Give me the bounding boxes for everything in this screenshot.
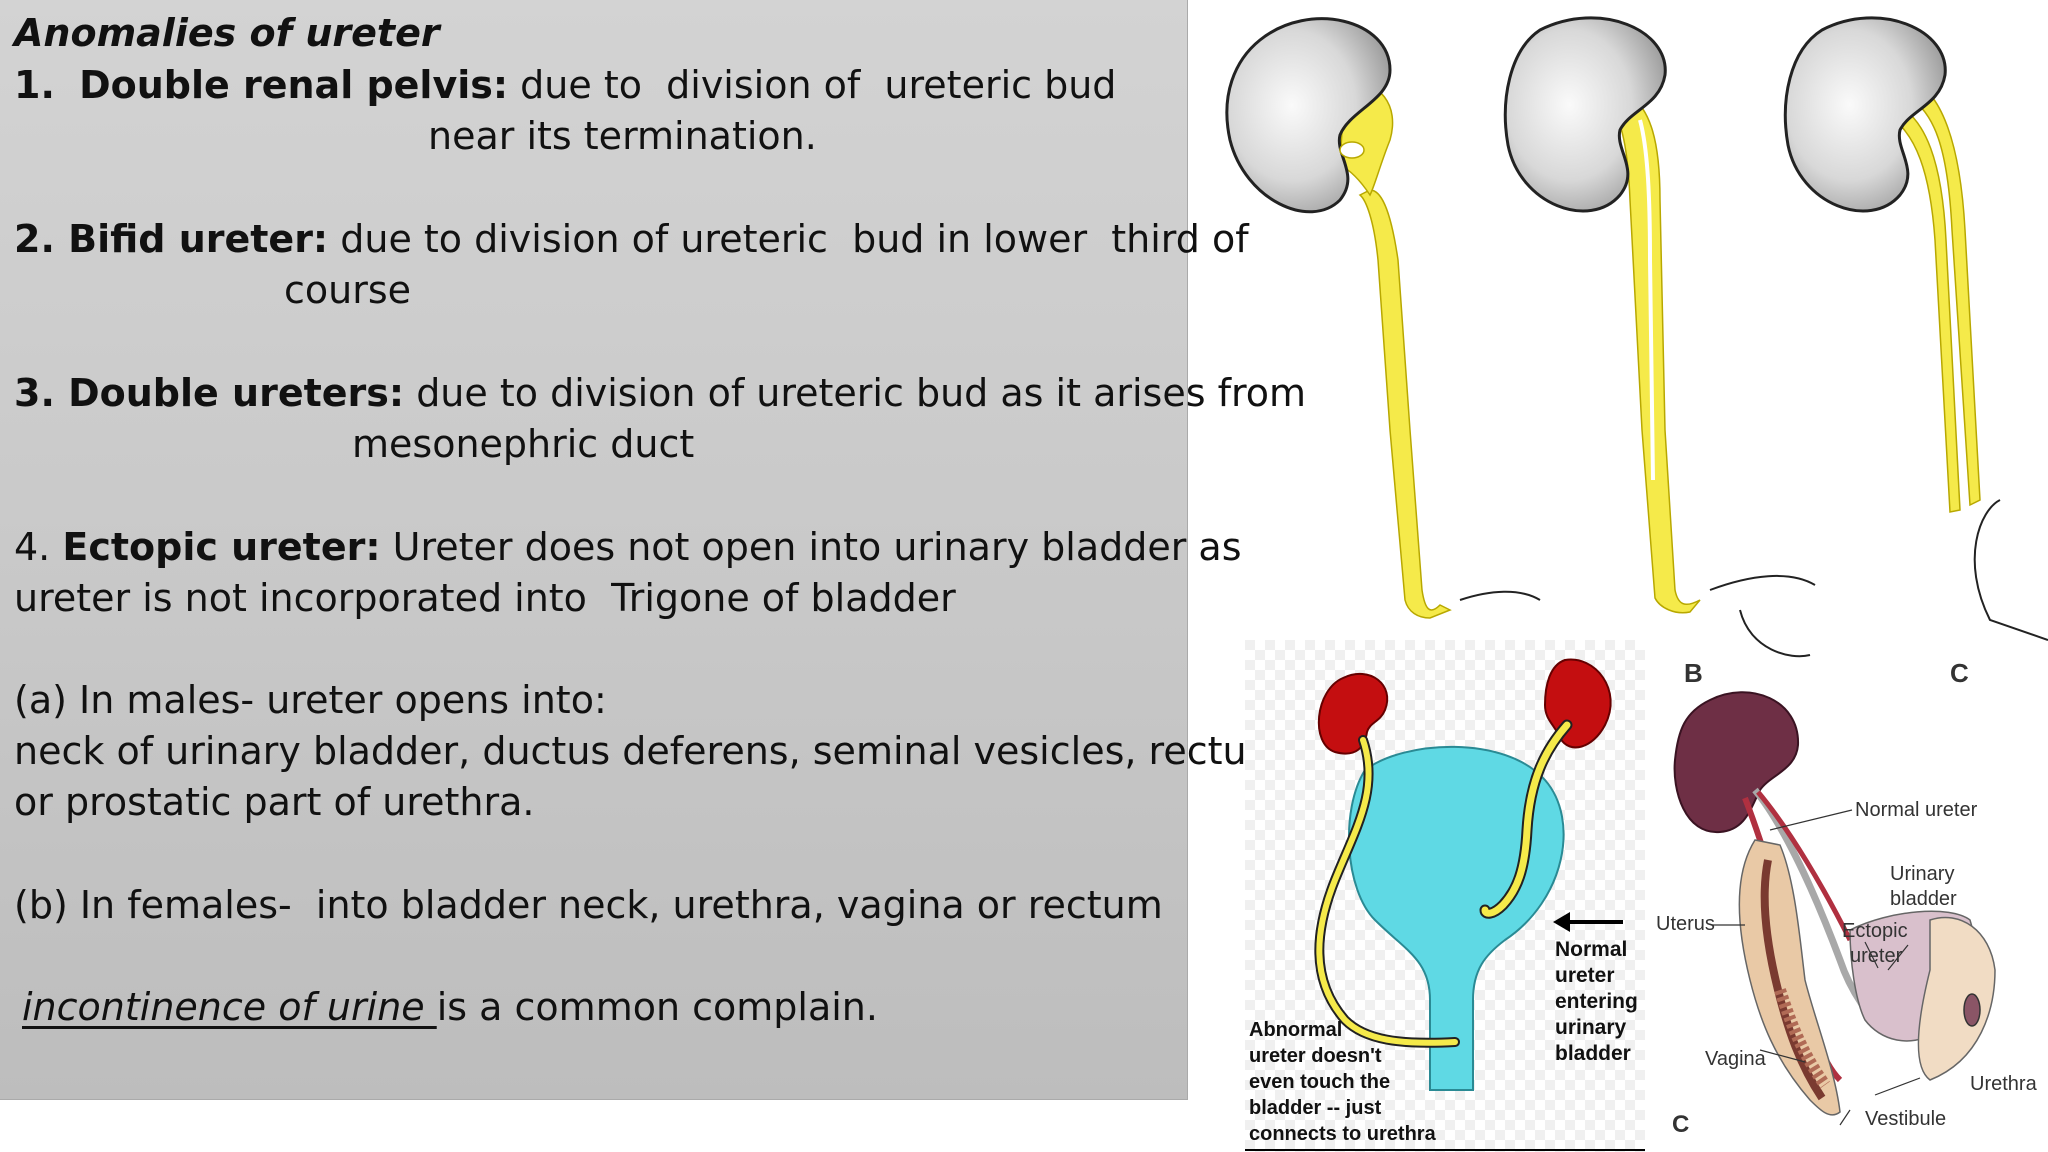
item-3-continuation: mesonephric duct <box>352 422 695 466</box>
footer-rest: is a common complain. <box>436 985 878 1029</box>
footer-emphasis: incontinence of urine <box>22 985 437 1029</box>
label-urinary: Urinary <box>1890 863 1954 885</box>
abnormal-label-4: bladder -- just <box>1249 1097 1382 1119</box>
uterus <box>1738 839 1841 1116</box>
label-bladder: bladder <box>1890 888 1957 910</box>
label-c: C <box>1950 658 1969 688</box>
label-ectopic: Ectopic <box>1842 920 1908 942</box>
label-vagina: Vagina <box>1705 1048 1767 1070</box>
abnormal-label-2: ureter doesn't <box>1249 1045 1382 1067</box>
item-2: 2. Bifid ureter: due to division of uret… <box>14 216 1249 262</box>
abnormal-label-1: Abnormal <box>1249 1019 1342 1041</box>
label-vestibule: Vestibule <box>1865 1108 1946 1130</box>
item-1-text: due to division of ureteric bud <box>520 63 1117 107</box>
label-c-lower: C <box>1672 1111 1689 1138</box>
footer-line: incontinence of urine is a common compla… <box>22 984 878 1030</box>
item-1-number: 1. <box>14 63 55 107</box>
normal-ureter <box>1481 721 1571 917</box>
item-4-text: Ureter does not open into urinary bladde… <box>392 525 1242 569</box>
item-1-continuation: near its termination. <box>428 114 817 158</box>
item-2-text: due to division of ureteric bud in lower… <box>340 217 1249 261</box>
label-b: B <box>1684 658 1703 688</box>
item-4: 4. Ectopic ureter: Ureter does not open … <box>14 524 1242 570</box>
item-4-term: Ectopic ureter: <box>62 525 381 569</box>
female-ectopic-ureter-figure: Normal ureter Urinary bladder Uterus Ect… <box>1656 691 2038 1138</box>
item-1-term: Double renal pelvis: <box>79 63 509 107</box>
males-heading: (a) In males- ureter opens into: <box>14 678 607 722</box>
normal-label-3: entering <box>1555 990 1638 1013</box>
kidney <box>1673 691 1800 834</box>
normal-label-1: Normal <box>1555 938 1627 961</box>
text-panel: Anomalies of ureter 1. Double renal pelv… <box>0 0 1306 1100</box>
item-2-continuation: course <box>284 268 412 312</box>
abnormal-label-5: connects to urethra <box>1249 1123 1437 1145</box>
abnormal-label-3: even touch the <box>1249 1071 1390 1093</box>
item-3: 3. Double ureters: due to division of ur… <box>14 370 1306 416</box>
kidney-double-pelvis <box>1225 17 1452 619</box>
females-line: (b) In females- into bladder neck, ureth… <box>14 883 1163 927</box>
bladder <box>1347 745 1565 1091</box>
normal-label-5: bladder <box>1555 1042 1631 1065</box>
item-2-term: 2. Bifid ureter: <box>14 217 329 261</box>
kidney-ureter-figure: B C <box>1225 16 2048 688</box>
kidney-double-ureters <box>1783 16 2048 641</box>
left-kidney <box>1317 672 1389 755</box>
arrow-icon <box>1553 912 1570 932</box>
normal-label-2: ureter <box>1555 964 1615 987</box>
label-urethra: Urethra <box>1970 1073 2038 1095</box>
normal-label-4: urinary <box>1555 1016 1627 1039</box>
males-line-2: or prostatic part of urethra. <box>14 780 535 824</box>
kidney-bifid-ureter <box>1503 16 1701 614</box>
abnormal-ureter <box>1316 737 1458 1046</box>
item-4-number: 4. <box>14 525 51 569</box>
label-normal-ureter: Normal ureter <box>1855 799 1978 821</box>
abnormal-ureter-figure: Normal ureter entering urinary bladder A… <box>1245 640 1645 1152</box>
label-ureter: ureter <box>1850 945 1903 967</box>
males-line-1: neck of urinary bladder, ductus deferens… <box>14 729 1284 773</box>
slide-title: Anomalies of ureter <box>14 11 440 55</box>
item-4-continuation: ureter is not incorporated into Trigone … <box>14 576 956 620</box>
item-3-text: due to division of ureteric bud as it ar… <box>416 371 1307 415</box>
item-1: 1. Double renal pelvis: due to division … <box>14 62 1116 108</box>
label-uterus: Uterus <box>1656 913 1715 935</box>
item-3-term: 3. Double ureters: <box>14 371 405 415</box>
